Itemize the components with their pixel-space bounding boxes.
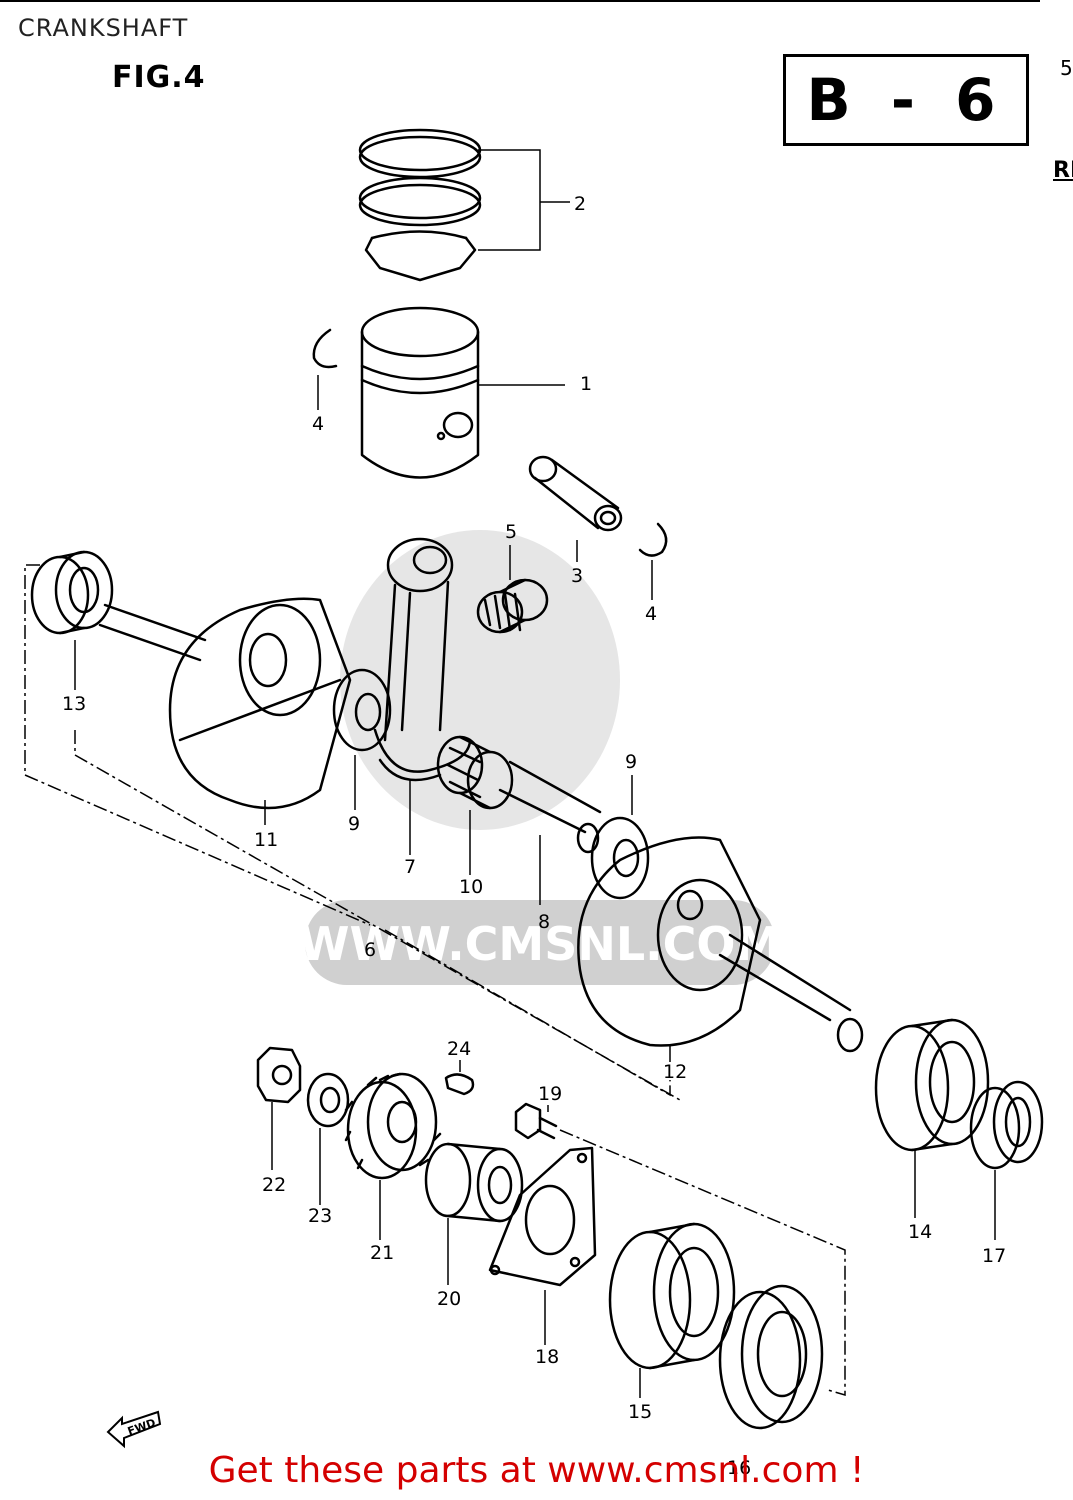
part-crank-pin [498,760,602,854]
part-woodruff-key [444,1073,475,1096]
callout-8: 8 [538,911,550,933]
part-small-end-bearing [476,578,549,634]
callout-11: 11 [254,829,278,851]
callout-17: 17 [982,1245,1006,1267]
callout-6: 6 [364,939,376,961]
part-collar [424,1142,524,1223]
watermark-text: WWW.CMSNL.COM [299,917,782,971]
callout-13: 13 [62,693,86,715]
part-plate [488,1146,597,1287]
callout-16: 16 [727,1457,751,1479]
callout-4-upper: 4 [312,413,324,435]
section-badge: B - 6 [783,54,1029,146]
part-left-main-bearing [608,1222,736,1370]
page-title: CRANKSHAFT [18,14,189,42]
callout-22: 22 [262,1174,286,1196]
part-connecting-rod [373,537,472,782]
callout-21: 21 [370,1242,394,1264]
callout-4-lower: 4 [645,603,657,625]
part-bolt [514,1102,558,1140]
part-right-main-bearing [874,1018,990,1152]
part-right-crank-half [577,836,864,1053]
edge-label: RE [1053,158,1073,183]
callout-15: 15 [628,1401,652,1423]
part-washer [306,1072,350,1128]
fwd-arrow: FWD [106,1410,162,1449]
part-circlip-upper [312,328,338,369]
callout-24: 24 [447,1038,471,1060]
callout-2: 2 [574,193,586,215]
callout-9-left: 9 [348,813,360,835]
callout-23: 23 [308,1205,332,1227]
callout-5: 5 [505,521,517,543]
part-piston-pin [528,455,623,532]
figure-label: FIG.4 [112,60,206,95]
edge-number: 5 [1060,56,1073,80]
callout-1: 1 [580,373,592,395]
callout-3: 3 [571,565,583,587]
callout-20: 20 [437,1288,461,1310]
part-left-oil-seal-lower [718,1284,824,1430]
callout-9-right: 9 [625,751,637,773]
part-piston-rings [358,128,482,282]
part-left-oil-seal [30,550,114,635]
part-big-end-bearing [436,735,514,810]
callout-19: 19 [538,1083,562,1105]
leader-lines [74,149,996,1398]
callout-10: 10 [459,876,483,898]
part-nut [256,1046,302,1104]
part-thrust-washer-left [332,668,392,752]
part-thrust-washer-right [590,816,650,900]
fwd-label: FWD [126,1416,157,1438]
footer-parts-link[interactable]: Get these parts at www.cmsnl.com ! [208,1450,865,1491]
callout-18: 18 [535,1346,559,1368]
callout-14: 14 [908,1221,932,1243]
part-primary-gear [344,1072,442,1180]
part-left-crank-half [98,597,352,810]
part-circlip-lower [638,522,668,557]
top-rule [0,0,1040,2]
part-right-oil-seal [969,1080,1044,1170]
part-piston [360,306,480,479]
callout-numbers: 1 2 3 4 4 5 6 7 8 9 9 10 11 12 13 14 15 … [62,193,1006,1479]
callout-7: 7 [404,856,416,878]
assembly-outline [24,564,846,1397]
callout-12: 12 [663,1061,687,1083]
